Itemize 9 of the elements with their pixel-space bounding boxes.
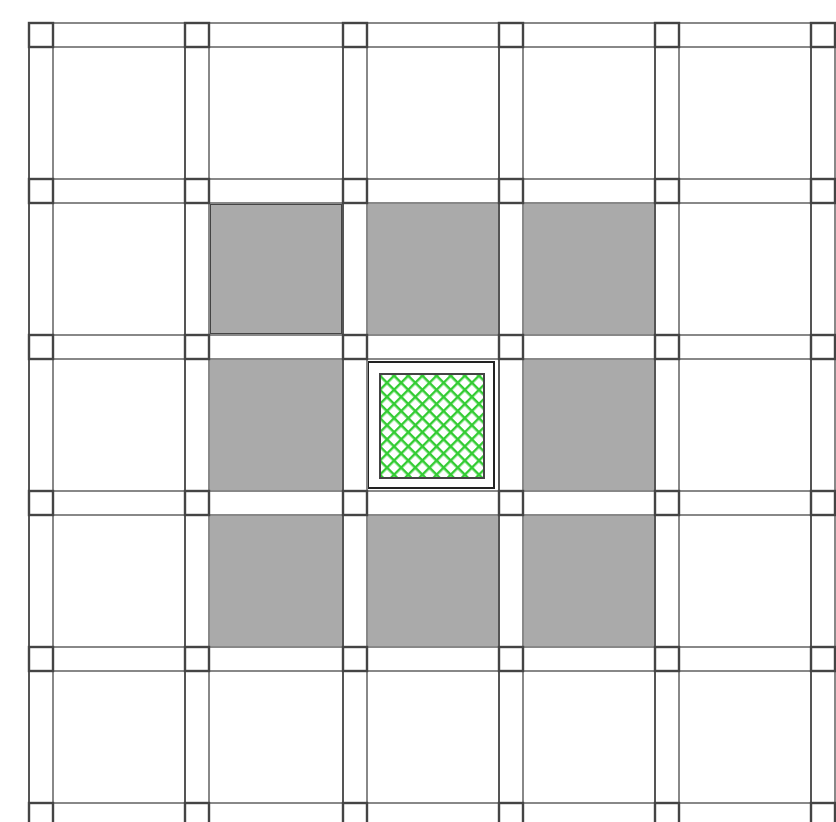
shaded-tile: [209, 203, 343, 335]
hatched-tile: [379, 373, 485, 479]
shaded-tile: [366, 204, 498, 334]
shaded-tile: [210, 516, 342, 646]
shaded-tile: [522, 516, 654, 646]
shaded-tile: [522, 360, 654, 490]
shaded-tile: [210, 360, 342, 490]
shaded-tile: [522, 204, 654, 334]
shaded-tile: [366, 516, 498, 646]
